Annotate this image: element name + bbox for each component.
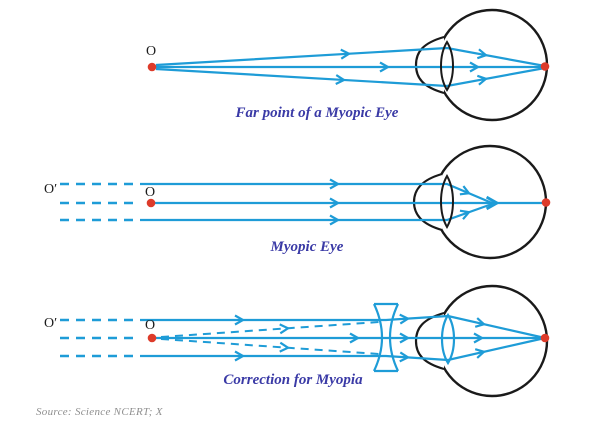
ray-arrowhead bbox=[278, 341, 290, 354]
cornea-bulge bbox=[414, 311, 445, 371]
correction-diagram bbox=[60, 284, 550, 398]
retina-focus-dot bbox=[540, 62, 550, 71]
light-ray-bottom bbox=[155, 66, 546, 88]
virtual-ray-upper bbox=[160, 321, 380, 338]
diagram-caption-far-point: Far point of a Myopic Eye bbox=[235, 105, 399, 121]
object-point-dot bbox=[147, 333, 157, 343]
far-point-label: O′ bbox=[44, 316, 58, 331]
cornea-bulge bbox=[414, 35, 445, 95]
object-point-label: O bbox=[145, 318, 156, 333]
myopic-eye-diagram bbox=[60, 144, 551, 260]
source-note: Source: Science NCERT; X bbox=[36, 406, 163, 418]
far-point-label: O′ bbox=[44, 182, 58, 197]
object-point-label: O bbox=[145, 185, 156, 200]
eye-lens bbox=[440, 173, 454, 230]
eye-lens bbox=[440, 40, 454, 92]
object-point-dot bbox=[146, 198, 156, 208]
far-point-diagram bbox=[147, 8, 550, 122]
light-ray-bottom bbox=[140, 202, 493, 222]
concave-lens bbox=[373, 302, 399, 373]
retina-focus-dot bbox=[541, 198, 551, 207]
light-ray-top bbox=[140, 314, 546, 340]
diagram-caption-myopic-eye: Myopic Eye bbox=[270, 239, 344, 255]
retina-focus-dot bbox=[540, 333, 550, 343]
virtual-ray-lower bbox=[160, 338, 380, 355]
object-point-label: O bbox=[146, 44, 157, 59]
object-point-dot bbox=[147, 62, 157, 72]
light-ray-top bbox=[155, 46, 546, 68]
light-ray-bottom bbox=[140, 336, 546, 362]
ray-arrowhead bbox=[278, 322, 290, 335]
diagram-caption-correction: Correction for Myopia bbox=[223, 372, 363, 388]
eye-lens bbox=[440, 312, 456, 366]
light-ray-top bbox=[140, 182, 493, 205]
